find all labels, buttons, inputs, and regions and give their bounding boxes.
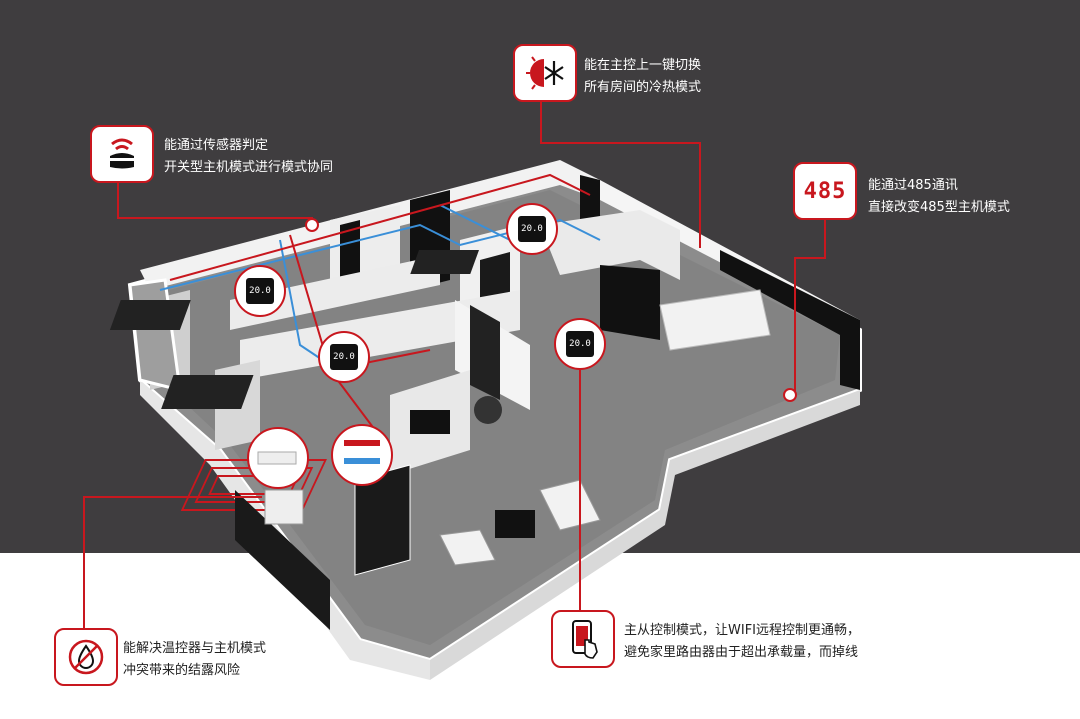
plant [474,396,502,424]
sensor-callout-text: 能通过传感器判定 开关型主机模式进行模式协同 [164,135,333,179]
sensor-callout-line1: 能通过传感器判定 [164,138,269,153]
tv [410,410,450,434]
rs485-callout-line2: 直接改变485型主机模式 [868,200,1010,215]
balcony-railing [235,490,330,630]
wireless-sensor-icon [90,125,154,183]
floor-front-edge [140,380,430,680]
manifold-callout [331,424,393,486]
leader-lines [83,101,826,628]
indoor-unit-icon [257,451,297,465]
thermostat-bedroom-3[interactable]: 20.0 [506,203,558,255]
coffee-table [495,510,535,538]
dew-callout-text: 能解决温控器与主机模式 冲突带来的结露风险 [123,638,266,682]
wifi-callout-line1: 主从控制模式，让WIFI远程控制更通畅， [624,623,860,638]
switch-callout-line1: 能在主控上一键切换 [584,58,702,73]
dew-callout-line1: 能解决温控器与主机模式 [123,641,267,656]
kitchen-counter [659,289,771,351]
sun-snowflake-icon [513,44,577,102]
rs485-callout-text: 能通过485通讯 直接改变485型主机模式 [868,175,1010,219]
wifi-callout-line2: 避免家里路由器由于超出承载量，而掉线 [624,645,859,660]
switch-callout-line2: 所有房间的冷热模式 [584,80,702,95]
thermostat-bedroom-2[interactable]: 20.0 [318,331,370,383]
blue-pipe [159,218,601,291]
sensor-marker-2 [783,388,797,402]
red-pipe [169,173,591,281]
sofa [539,479,601,531]
sensor-callout-line2: 开关型主机模式进行模式协同 [164,160,334,175]
thermostat-living-room[interactable]: 20.0 [554,318,606,370]
485-label: 485 [803,178,847,204]
manifold-icon [344,440,380,464]
sensor-marker [305,218,319,232]
thermostat-display: 20.0 [246,278,274,304]
bed-1 [109,300,191,330]
interior-wall-9 [240,290,520,380]
dew-callout-line2: 冲突带来的结露风险 [123,663,241,678]
interior-wall-11 [470,305,500,400]
thermostat-display: 20.0 [518,216,546,242]
cabinet [354,464,411,576]
interior-wall-7 [600,265,660,340]
switch-callout-text: 能在主控上一键切换 所有房间的冷热模式 [584,55,701,99]
floor-right-edge [430,390,860,680]
interior-wall-8 [230,255,440,330]
no-dew-icon [54,628,118,686]
sofa-2 [439,529,496,566]
bed-3 [410,250,480,274]
bed-2 [161,375,254,409]
wall-dark-block-2 [720,250,860,390]
thermostat-display: 20.0 [330,344,358,370]
thermostat-bedroom-1[interactable]: 20.0 [234,265,286,317]
thermostat-display: 20.0 [566,331,594,357]
wifi-callout-text: 主从控制模式，让WIFI远程控制更通畅， 避免家里路由器由于超出承载量，而掉线 [624,620,860,664]
phone-touch-icon [551,610,615,668]
485-display-icon: 485 [793,162,857,220]
rs485-callout-line1: 能通过485通讯 [868,178,958,193]
outdoor-unit [264,489,304,525]
